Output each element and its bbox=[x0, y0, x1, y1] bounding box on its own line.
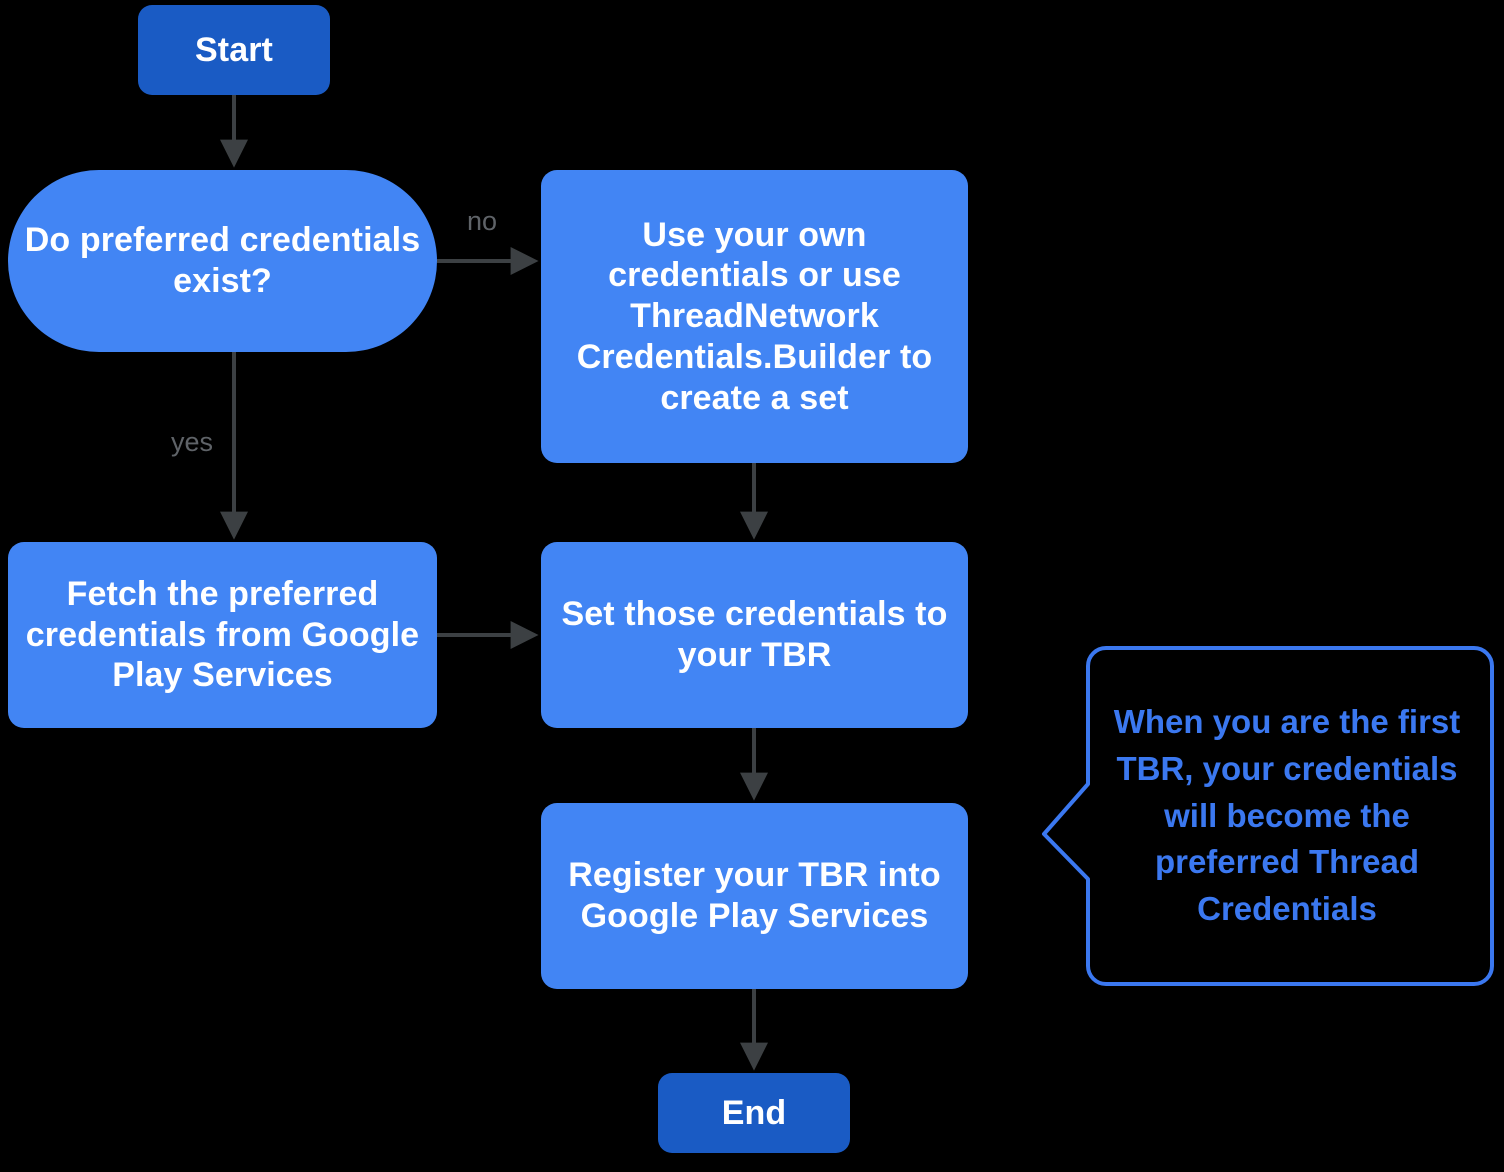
node-decision-preferred-credentials-exist[interactable]: Do preferred credentials exist? bbox=[8, 170, 437, 352]
callout-shape bbox=[1042, 646, 1494, 986]
callout-text: When you are the first TBR, your credent… bbox=[1113, 702, 1461, 928]
callout-note: When you are the first TBR, your credent… bbox=[1040, 644, 1496, 988]
node-set-label: Set those credentials to your TBR bbox=[561, 595, 948, 674]
edge-label-no: no bbox=[467, 206, 498, 236]
node-end[interactable]: End bbox=[658, 1073, 850, 1153]
node-fetch-label: Fetch the preferred credentials from Goo… bbox=[25, 574, 420, 695]
edge-label-yes: yes bbox=[171, 427, 214, 457]
node-register-tbr[interactable]: Register your TBR into Google Play Servi… bbox=[541, 803, 968, 989]
node-end-label: End bbox=[721, 1093, 787, 1132]
node-use-own-label: Use your own credentials or use ThreadNe… bbox=[576, 215, 933, 417]
node-set-credentials-to-tbr[interactable]: Set those credentials to your TBR bbox=[541, 542, 968, 728]
node-register-label: Register your TBR into Google Play Servi… bbox=[568, 856, 941, 935]
node-start[interactable]: Start bbox=[138, 5, 330, 95]
node-start-label: Start bbox=[195, 30, 273, 69]
node-use-own-credentials[interactable]: Use your own credentials or use ThreadNe… bbox=[541, 170, 968, 463]
node-decision-label: Do preferred credentials exist? bbox=[24, 221, 421, 300]
node-fetch-preferred-credentials[interactable]: Fetch the preferred credentials from Goo… bbox=[8, 542, 437, 728]
